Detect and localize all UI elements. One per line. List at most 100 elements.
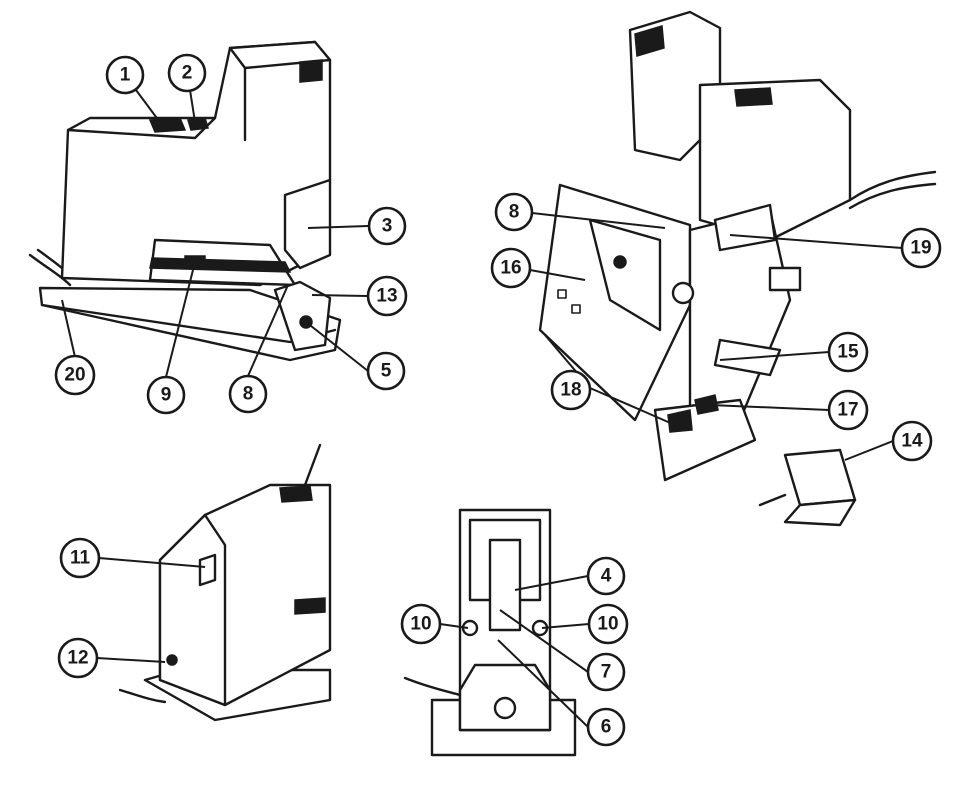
- front-cable: [403, 676, 462, 697]
- opened-switch: [734, 87, 773, 107]
- callout-12: 12: [57, 637, 99, 679]
- cover-window: [588, 218, 662, 332]
- callout-13: 13: [366, 275, 408, 317]
- opened-head-vent: [634, 25, 665, 57]
- leader-2: [189, 89, 196, 123]
- callout-17: 17: [827, 389, 869, 431]
- driver-blade: [488, 538, 522, 632]
- callout-10-right: 10: [587, 603, 629, 645]
- svg-text:5: 5: [381, 361, 392, 382]
- leader-15: [719, 351, 830, 361]
- leader-19: [729, 234, 903, 249]
- leader-lines: [61, 89, 903, 728]
- callout-3: 3: [367, 206, 407, 246]
- svg-text:7: 7: [601, 662, 612, 683]
- leader-7: [499, 609, 589, 673]
- view-opened: [538, 10, 937, 527]
- svg-text:12: 12: [67, 648, 88, 669]
- front-window: [468, 518, 542, 602]
- leader-1: [135, 89, 163, 126]
- svg-text:20: 20: [64, 365, 85, 386]
- callout-1: 1: [105, 55, 145, 95]
- rear-vent: [198, 553, 217, 587]
- svg-text:8: 8: [243, 384, 254, 405]
- svg-text:14: 14: [901, 431, 923, 452]
- svg-text:2: 2: [182, 63, 193, 84]
- release-knob: [694, 394, 719, 415]
- side-knob: [768, 266, 802, 292]
- callout-8-opened: 8: [494, 192, 534, 232]
- svg-text:17: 17: [837, 400, 858, 421]
- callout-7: 7: [586, 652, 626, 692]
- mechanism-screw: [671, 281, 695, 305]
- housing-ledge: [66, 116, 217, 140]
- callout-20: 20: [54, 354, 96, 396]
- cartridge-base: [783, 498, 857, 527]
- staple-cartridge: [783, 448, 857, 507]
- leader-12: [96, 657, 166, 663]
- opened-cable-edge: [848, 182, 937, 210]
- callout-5: 5: [366, 351, 406, 391]
- cover-slot-b: [571, 304, 581, 314]
- svg-text:3: 3: [382, 216, 393, 237]
- view-rear: [118, 443, 332, 722]
- rear-cable: [118, 688, 167, 704]
- svg-text:16: 16: [500, 258, 521, 279]
- rear-panel: [158, 513, 227, 707]
- callout-9: 9: [146, 375, 186, 415]
- svg-text:8: 8: [509, 202, 520, 223]
- callout-2: 2: [167, 53, 207, 93]
- svg-text:1: 1: [120, 65, 131, 86]
- leader-6: [497, 639, 589, 728]
- svg-text:18: 18: [560, 380, 581, 401]
- leader-13: [311, 294, 368, 297]
- svg-text:11: 11: [70, 548, 91, 569]
- callout-11: 11: [59, 537, 101, 579]
- svg-text:6: 6: [601, 717, 612, 738]
- svg-text:9: 9: [161, 385, 172, 406]
- svg-text:4: 4: [601, 566, 612, 587]
- leader-8a: [247, 284, 289, 377]
- leader-16: [529, 269, 586, 281]
- callout-4: 4: [586, 556, 626, 596]
- callout-16: 16: [490, 247, 532, 289]
- leader-10b: [541, 623, 590, 629]
- svg-text:19: 19: [910, 238, 931, 259]
- anvil-block: [273, 280, 332, 352]
- leader-14: [844, 440, 894, 461]
- view-front: [403, 508, 577, 757]
- callout-19: 19: [900, 227, 942, 269]
- leader-3: [307, 225, 369, 229]
- arm-latch: [667, 409, 693, 433]
- front-adjuster: [493, 696, 517, 720]
- leader-10a: [439, 623, 469, 629]
- rear-switch: [279, 485, 313, 503]
- leader-9: [165, 261, 196, 378]
- rear-slot: [294, 597, 326, 615]
- leader-8b: [531, 212, 666, 229]
- leader-4: [514, 575, 589, 591]
- callout-6: 6: [586, 707, 626, 747]
- side-panel: [283, 178, 332, 270]
- callout-15: 15: [827, 331, 869, 373]
- head-vent: [299, 59, 323, 83]
- leader-18b: [589, 387, 676, 426]
- driver-block: [713, 203, 777, 252]
- svg-text:10: 10: [597, 614, 618, 635]
- leader-20: [61, 299, 76, 358]
- cover-screw: [613, 255, 627, 269]
- opened-cable: [848, 170, 937, 202]
- power-cable: [28, 253, 72, 287]
- callout-10-left: 10: [400, 603, 442, 645]
- svg-text:13: 13: [376, 286, 397, 307]
- callout-8-front: 8: [228, 374, 268, 414]
- leader-11: [98, 557, 206, 568]
- switch-2: [187, 117, 209, 131]
- rear-cable-top: [303, 443, 322, 487]
- svg-text:15: 15: [837, 342, 859, 363]
- callout-18: 18: [550, 369, 592, 411]
- cover-slot-a: [557, 289, 567, 299]
- cartridge-wire: [758, 493, 787, 507]
- switch-1: [148, 117, 187, 133]
